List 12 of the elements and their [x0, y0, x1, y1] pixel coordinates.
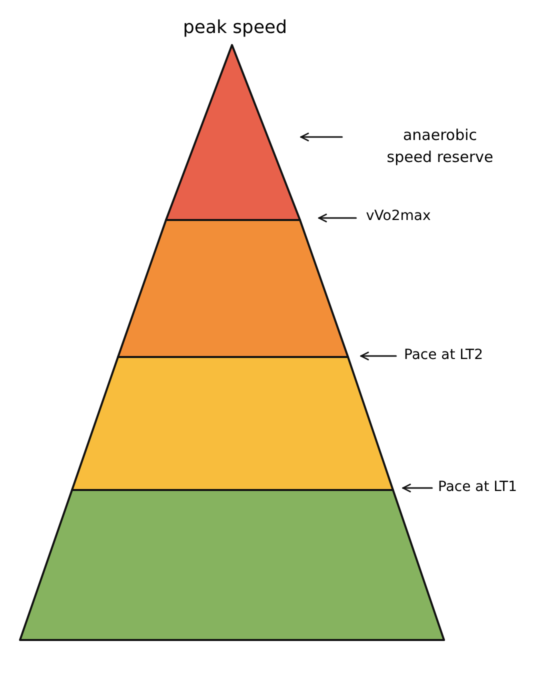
- arrow: [402, 484, 433, 492]
- arrow: [360, 352, 397, 360]
- pyramid-label: Pace at LT2: [404, 345, 514, 366]
- pyramid-label: Pace at LT1: [438, 477, 538, 498]
- pyramid-band: [71, 356, 394, 491]
- pyramid-label: anaerobic speed reserve: [382, 124, 498, 168]
- pyramid-label: peak speed: [170, 14, 300, 41]
- pyramid-band: [117, 219, 349, 358]
- pyramid-label: vVo2max: [366, 206, 456, 227]
- arrow: [300, 132, 343, 142]
- pyramid-band: [165, 44, 301, 221]
- arrow: [318, 214, 357, 222]
